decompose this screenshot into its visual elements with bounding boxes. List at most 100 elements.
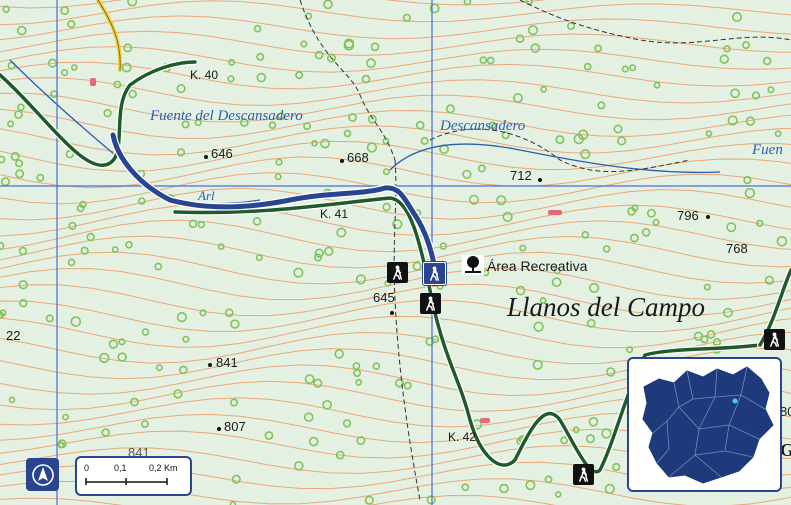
tree-symbol	[356, 435, 366, 445]
hiker-icon[interactable]	[420, 293, 441, 314]
tree-symbol	[125, 241, 133, 249]
tree-symbol	[553, 267, 561, 275]
tree-symbol	[525, 480, 536, 491]
hiker-icon[interactable]	[764, 329, 785, 350]
tree-symbol	[293, 460, 304, 471]
hiker-icon-route-start[interactable]	[423, 262, 446, 285]
tree-symbol	[121, 62, 132, 73]
tree-symbol	[62, 413, 69, 421]
tree-symbol	[57, 441, 65, 449]
tree-symbol	[533, 321, 544, 332]
tree-symbol	[762, 56, 772, 66]
contour-line	[0, 0, 791, 26]
tree-symbol	[71, 64, 78, 71]
tree-symbol	[0, 309, 7, 317]
tree-symbol	[652, 218, 660, 226]
tree-symbol	[323, 0, 333, 10]
tree-symbol	[402, 13, 412, 22]
tree-symbol	[130, 397, 139, 407]
tree-symbol	[268, 121, 277, 129]
tree-symbol	[719, 54, 729, 64]
tree-symbol	[693, 331, 704, 341]
tree-symbol	[731, 12, 742, 22]
tree-symbol	[118, 338, 126, 346]
contour-line	[0, 0, 548, 9]
tree-symbol	[322, 399, 332, 410]
tree-symbol	[324, 246, 334, 257]
scale-bar-graphic	[85, 478, 168, 485]
contour-line	[0, 46, 791, 73]
tree-symbol	[774, 130, 782, 138]
tree-symbol	[382, 168, 390, 176]
spot-height-796: 796	[677, 208, 699, 223]
tree-symbol	[425, 337, 435, 346]
tree-symbol	[194, 118, 202, 127]
contour-line	[0, 203, 791, 237]
tree-symbol	[604, 483, 615, 495]
tree-symbol	[703, 283, 711, 291]
inset-locator-map	[627, 357, 782, 492]
tree-symbol	[626, 346, 634, 354]
tree-symbol	[527, 25, 539, 36]
tree-symbol	[7, 120, 15, 128]
tree-symbol	[348, 113, 357, 122]
tree-symbol	[353, 369, 362, 378]
tree-symbol	[76, 204, 85, 213]
tree-symbol	[181, 120, 190, 129]
contour-line	[0, 30, 791, 57]
spot-height-841: 841	[216, 355, 238, 370]
hiker-icon[interactable]	[387, 262, 408, 283]
poi-label-area-recreativa: Área Recreativa	[487, 258, 588, 274]
tree-symbol	[101, 428, 110, 437]
tree-symbol	[366, 142, 378, 153]
km-marker-41: K. 41	[320, 207, 349, 221]
tree-symbol	[539, 297, 547, 304]
tree-symbol	[745, 116, 756, 126]
tree-symbol	[764, 275, 775, 285]
tree-symbol	[412, 261, 422, 271]
tree-symbol	[127, 0, 138, 7]
tree-symbol	[646, 208, 656, 218]
tree-symbol	[705, 130, 713, 137]
km-marker-40: K. 40	[190, 68, 219, 82]
contour-line	[0, 283, 791, 317]
tree-symbol	[585, 434, 596, 444]
tree-symbol	[277, 112, 286, 121]
tree-symbol	[231, 474, 241, 484]
tree-symbol	[256, 72, 267, 83]
tree-symbol	[229, 501, 237, 505]
hiker-icon[interactable]	[573, 464, 594, 485]
tree-symbol	[99, 352, 110, 364]
tree-symbol	[17, 103, 25, 112]
tree-symbol	[0, 177, 11, 187]
spot-height-768: 768	[726, 241, 748, 256]
tree-symbol	[445, 104, 455, 114]
tree-symbol	[756, 219, 764, 228]
picnic-tree-icon[interactable]	[462, 255, 484, 275]
tree-symbol	[138, 197, 146, 205]
tree-symbol	[364, 495, 374, 505]
contour-line	[0, 299, 791, 333]
tree-symbol	[616, 136, 627, 146]
contour-line	[0, 108, 791, 139]
tree-symbol	[252, 217, 262, 226]
tree-symbol	[295, 71, 304, 80]
tree-symbol	[479, 56, 488, 65]
building-markers	[90, 78, 562, 423]
tree-symbol	[488, 121, 497, 130]
contour-line	[0, 92, 791, 123]
tree-symbol	[367, 114, 377, 124]
tree-symbol	[108, 339, 119, 349]
tree-symbol	[113, 80, 122, 89]
tree-symbol	[224, 308, 234, 318]
spot-height-dot	[706, 215, 710, 219]
tree-symbol	[744, 187, 756, 199]
tree-symbol	[336, 227, 347, 238]
tree-symbol	[334, 349, 345, 359]
tree-symbol	[8, 396, 16, 404]
clipped-label-right: Gr	[780, 440, 791, 460]
tree-symbol	[581, 231, 590, 239]
tree-symbol	[551, 277, 562, 288]
tree-symbol	[555, 135, 565, 145]
